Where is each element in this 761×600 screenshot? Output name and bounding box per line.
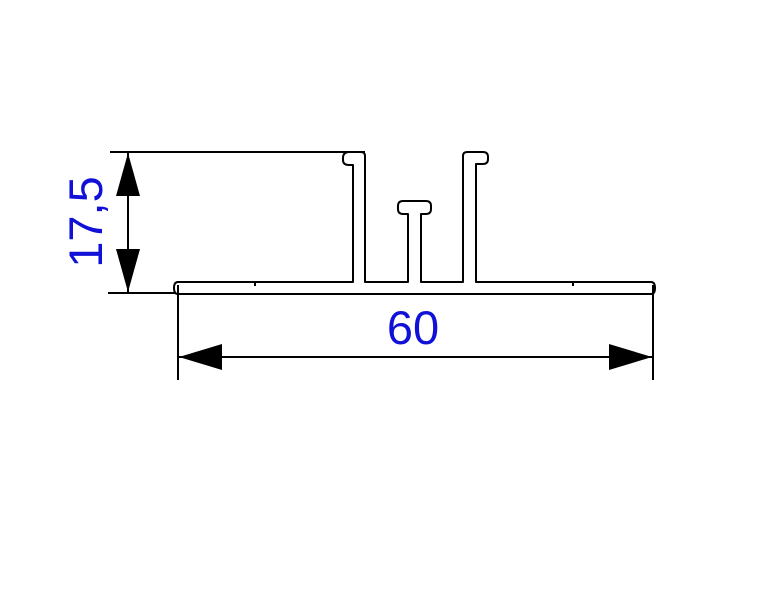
profile-outline: [173, 151, 656, 295]
height-dimension: 17,5: [59, 151, 365, 294]
height-dimension-label: 17,5: [59, 176, 112, 267]
height-arrow-top: [116, 153, 140, 196]
width-arrow-left: [179, 344, 222, 370]
width-arrow-right: [609, 344, 652, 370]
height-arrow-bottom: [116, 249, 140, 292]
width-dimension-label: 60: [387, 301, 439, 354]
profile-cross-section: [173, 151, 656, 295]
width-dimension: 60: [177, 285, 654, 380]
